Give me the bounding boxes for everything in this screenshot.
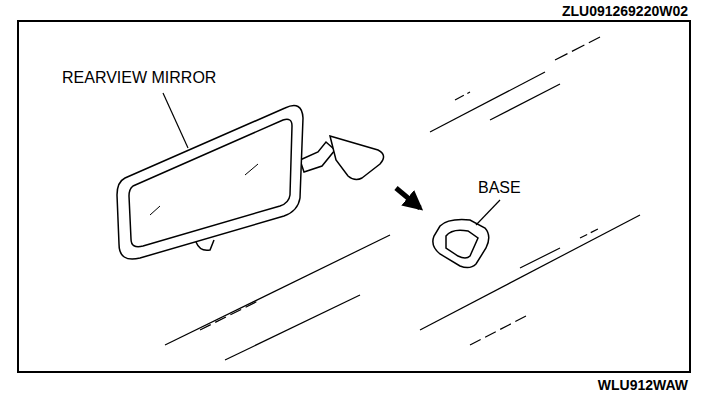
frame: [18, 21, 690, 372]
figure-code: WLU912WAW: [596, 377, 690, 393]
part-name: REARVIEW MIRROR: [60, 69, 218, 87]
leader-lines: [163, 93, 500, 225]
mirror-base-drawing: [433, 220, 489, 268]
part-name: BASE: [476, 179, 523, 197]
removal-arrow: [396, 188, 420, 208]
rearview-mirror-drawing: [117, 106, 384, 260]
figure-code: ZLU091269220W02: [560, 3, 690, 19]
